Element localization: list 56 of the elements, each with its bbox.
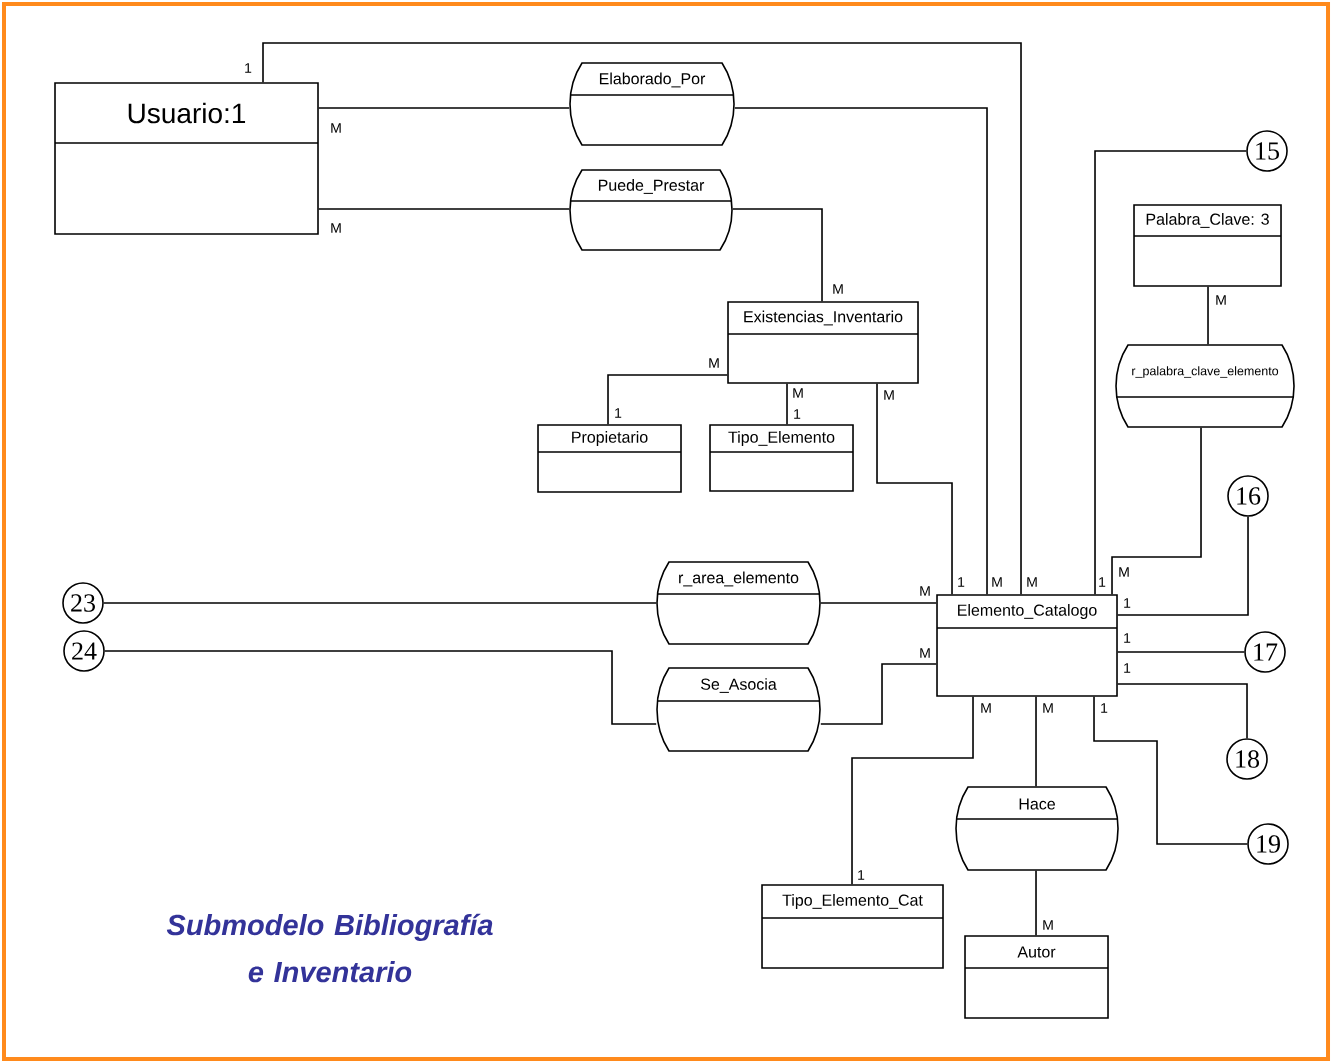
connector-line — [786, 383, 788, 425]
entity-box: Autor — [964, 935, 1109, 1019]
cardinality-label: 1 — [1124, 633, 1131, 643]
cardinality-label: 1 — [1101, 703, 1108, 713]
cardinality-label: M — [1043, 703, 1053, 713]
cardinality-label: 1 — [1124, 598, 1131, 608]
connector-line — [820, 602, 937, 604]
cardinality-label: M — [920, 648, 930, 658]
connector-line — [318, 208, 570, 210]
connector-line — [732, 208, 823, 302]
cardinality-label: M — [884, 390, 894, 400]
cardinality-label: M — [1043, 920, 1053, 930]
cardinality-label: 1 — [794, 409, 801, 419]
connector-line — [820, 663, 937, 725]
entity-box: Existencias_Inventario — [727, 301, 919, 384]
connector-line — [1111, 427, 1202, 595]
connector-line — [103, 602, 657, 604]
cardinality-label: 1 — [1124, 663, 1131, 673]
connector-line — [1094, 150, 1247, 595]
cardinality-label: M — [793, 388, 803, 398]
cardinality-label: M — [833, 284, 843, 294]
connector-line — [262, 42, 1022, 595]
connector-line — [318, 107, 570, 109]
cardinality-label: M — [709, 358, 719, 368]
cardinality-label: M — [331, 123, 341, 133]
entity-box: Tipo_Elemento_Cat — [761, 884, 944, 969]
connector-line — [734, 107, 988, 595]
connector-line — [876, 383, 953, 595]
entity-box: Palabra_Clave: 3 — [1133, 204, 1282, 287]
connector-line — [1093, 696, 1248, 845]
cardinality-label: M — [1119, 567, 1129, 577]
cardinality-label: M — [1027, 577, 1037, 587]
cardinality-label: M — [331, 223, 341, 233]
connector-line — [1035, 696, 1037, 787]
connector-line — [1117, 683, 1248, 739]
cardinality-label: M — [1216, 295, 1226, 305]
cardinality-label: M — [981, 703, 991, 713]
connector-line — [1117, 516, 1249, 616]
connector-line — [851, 696, 974, 885]
connector-line — [1207, 286, 1209, 345]
cardinality-label: 1 — [958, 577, 965, 587]
cardinality-label: 1 — [615, 408, 622, 418]
cardinality-label: M — [992, 577, 1002, 587]
entity-box: Propietario — [537, 424, 682, 493]
cardinality-label: M — [920, 586, 930, 596]
entity-box: Tipo_Elemento — [709, 424, 854, 492]
connector-line — [104, 650, 657, 725]
entity-box: Elemento_Catalogo — [936, 594, 1118, 697]
title: Submodelo Bibliografía e Inventario — [166, 913, 493, 983]
cardinality-label: 1 — [1099, 577, 1106, 587]
cardinality-label: 1 — [245, 63, 252, 73]
connector-line — [1117, 651, 1245, 653]
cardinality-label: 1 — [858, 870, 865, 880]
entity-box: Usuario:1 — [54, 82, 319, 235]
connector-line — [607, 374, 728, 425]
connector-line — [1035, 870, 1037, 936]
